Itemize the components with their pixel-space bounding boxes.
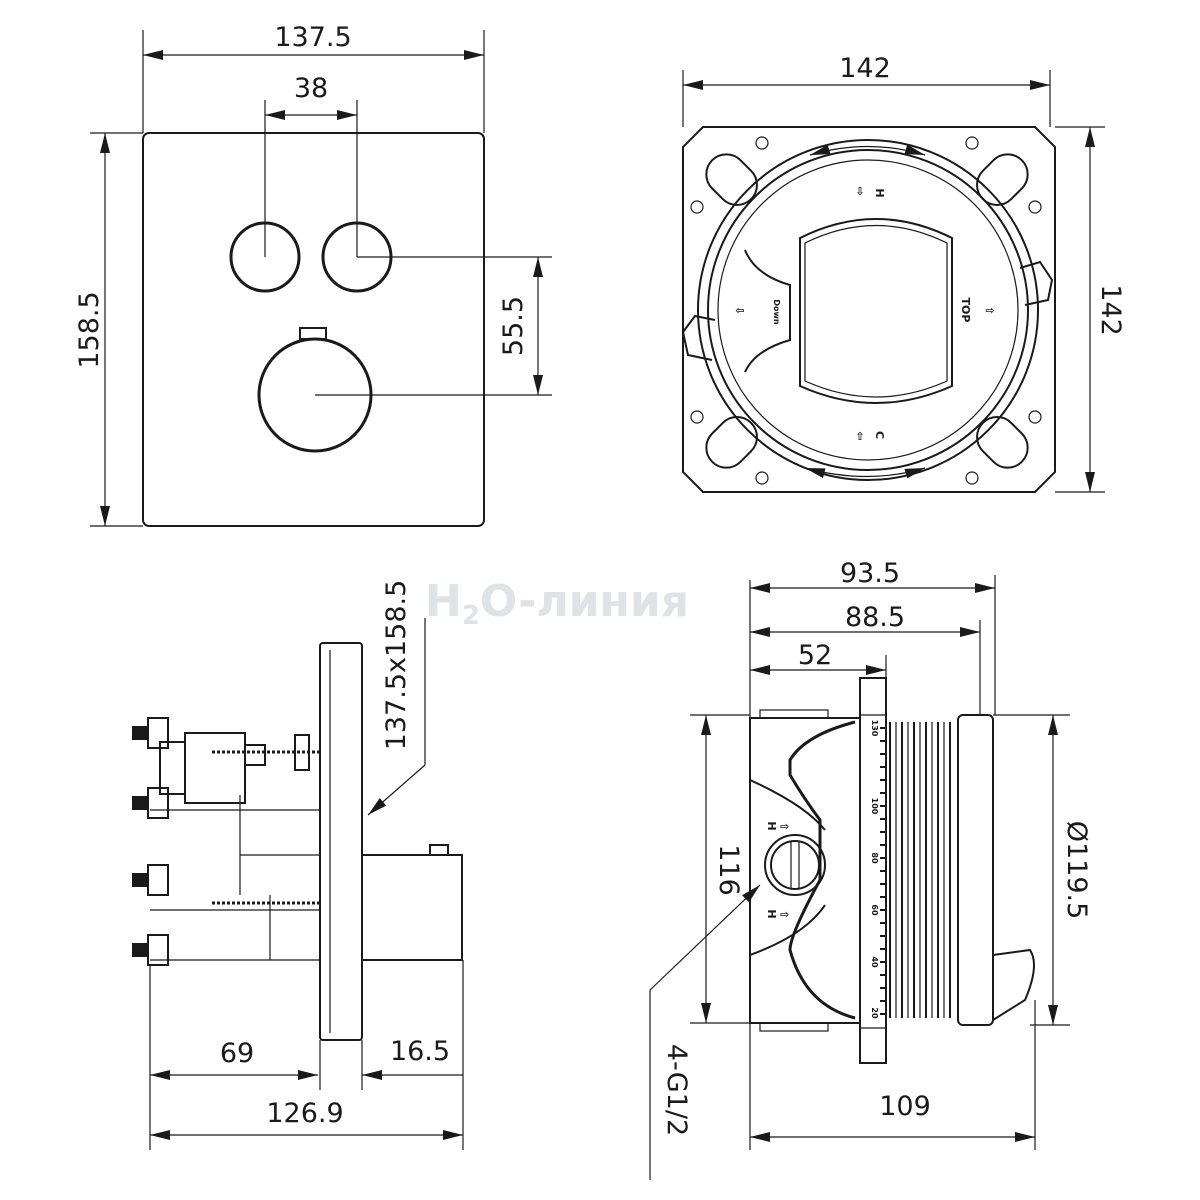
dim-height: 116 xyxy=(713,844,744,896)
label-c: C xyxy=(873,431,886,439)
scale-label: 130 xyxy=(870,720,879,737)
arrow-down-icon: ⇩ xyxy=(855,185,864,198)
threaded-sleeve xyxy=(889,722,951,1018)
arrow-right-icon: ⇨ xyxy=(780,820,789,833)
arrow-right-icon: ⇨ xyxy=(780,908,789,921)
side-view: 137.5x158.5 69 16.5 126.9 xyxy=(132,580,464,1150)
front-view: 137.5 38 158.5 55.5 xyxy=(74,22,552,527)
watermark: H2O-линия xyxy=(425,576,689,631)
dim-93-5: 93.5 xyxy=(840,558,900,589)
dim-69: 69 xyxy=(220,1038,254,1069)
knob-side xyxy=(361,854,463,961)
dim-plate-size: 137.5x158.5 xyxy=(381,580,412,751)
sleeve-flange xyxy=(957,714,994,1026)
label-h: H xyxy=(873,188,886,197)
sleeve-tab xyxy=(992,948,1035,1021)
scale-ticks xyxy=(880,727,886,1015)
label-down: Down xyxy=(772,299,781,325)
rotate-arrow-top xyxy=(809,144,926,156)
label-h-top: H xyxy=(765,821,778,830)
dim-height: 158.5 xyxy=(74,291,105,368)
dim-total: 126.9 xyxy=(266,1098,343,1129)
arrow-right-icon: ⇨ xyxy=(985,304,994,317)
dim-height: 142 xyxy=(1095,284,1126,336)
connection-nuts xyxy=(132,717,169,966)
clip-left xyxy=(681,314,716,361)
cover-plate-side xyxy=(319,642,363,1041)
scale-label: 60 xyxy=(870,904,879,916)
outer-ring xyxy=(697,139,1039,481)
down-notch xyxy=(744,249,791,373)
dim-knob-offset: 55.5 xyxy=(498,296,529,356)
arrow-up-icon: ⇧ xyxy=(855,430,864,443)
dim-length: 109 xyxy=(879,1091,931,1122)
mounting-frame xyxy=(682,126,1056,493)
cover-plate xyxy=(142,132,485,527)
dim-button-spacing: 38 xyxy=(294,73,328,104)
dim-connections: 4-G1/2 xyxy=(661,1044,692,1136)
scale-label: 20 xyxy=(870,1007,879,1019)
outlet-port xyxy=(764,834,826,896)
corner-slots xyxy=(690,136,1042,485)
dim-width: 137.5 xyxy=(274,22,351,53)
dim-16-5: 16.5 xyxy=(390,1036,450,1067)
clip-right xyxy=(1019,260,1054,306)
body-view: H ⇨ H ⇨ 130 100 80 60 40 20 93.5 88.5 52… xyxy=(649,558,1092,1180)
label-top: TOP xyxy=(959,298,972,323)
dim-width: 142 xyxy=(839,53,891,84)
housing-profile xyxy=(788,720,856,1020)
dim-52: 52 xyxy=(798,640,832,671)
scale-label: 40 xyxy=(870,956,879,968)
rotate-arrow-bottom xyxy=(804,467,926,479)
scale-label: 80 xyxy=(870,852,879,864)
label-h-bottom: H xyxy=(765,909,778,918)
arrow-left-icon: ⇦ xyxy=(735,304,744,317)
dim-88-5: 88.5 xyxy=(845,602,905,633)
scale-label: 100 xyxy=(870,798,879,815)
mount-view: H ⇩ C ⇧ TOP ⇨ ⇦ Down 142 142 xyxy=(681,53,1126,493)
valve-body xyxy=(184,732,246,804)
dim-diameter: Ø119.5 xyxy=(1061,821,1092,920)
center-window xyxy=(799,218,953,404)
knob-tab xyxy=(299,327,327,340)
